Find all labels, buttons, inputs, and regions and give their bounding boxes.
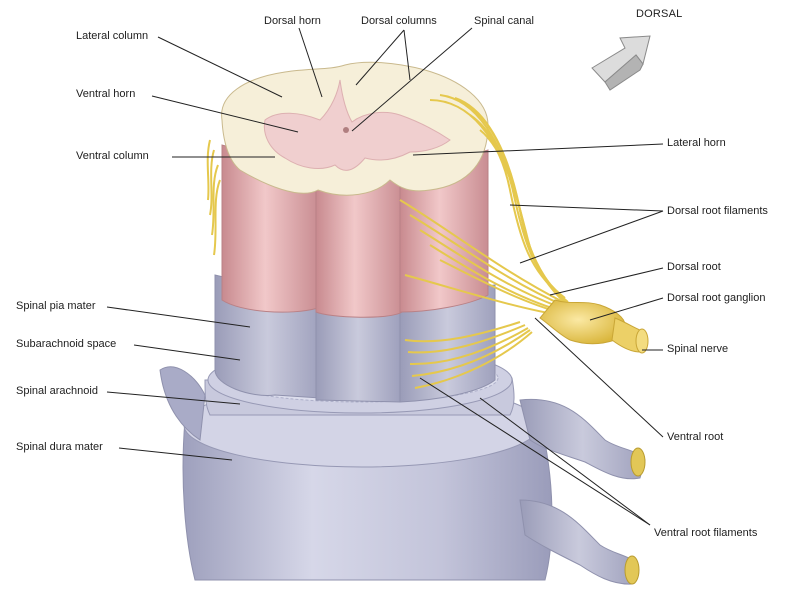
arrow-up-right-icon [592, 36, 650, 90]
label-ventral-root-filaments: Ventral root filaments [654, 527, 757, 540]
label-ventral-horn: Ventral horn [76, 88, 135, 101]
label-dorsal-root: Dorsal root [667, 261, 721, 274]
label-lateral-horn: Lateral horn [667, 137, 726, 150]
label-spinal-arachnoid: Spinal arachnoid [16, 385, 98, 398]
label-ventral-column: Ventral column [76, 150, 149, 163]
label-spinal-nerve: Spinal nerve [667, 343, 728, 356]
label-subarachnoid-space: Subarachnoid space [16, 338, 116, 351]
orientation-label: DORSAL [636, 8, 682, 20]
label-dorsal-columns: Dorsal columns [361, 15, 437, 28]
label-ventral-root: Ventral root [667, 431, 723, 444]
label-dorsal-root-filaments: Dorsal root filaments [667, 205, 768, 218]
label-dorsal-root-ganglion: Dorsal root ganglion [667, 292, 765, 305]
label-spinal-canal: Spinal canal [474, 15, 534, 28]
dorsal-root-ganglion [540, 300, 648, 353]
label-lateral-column: Lateral column [76, 30, 148, 43]
label-spinal-dura-mater: Spinal dura mater [16, 441, 103, 454]
label-spinal-pia-mater: Spinal pia mater [16, 300, 96, 313]
label-dorsal-horn: Dorsal horn [264, 15, 321, 28]
